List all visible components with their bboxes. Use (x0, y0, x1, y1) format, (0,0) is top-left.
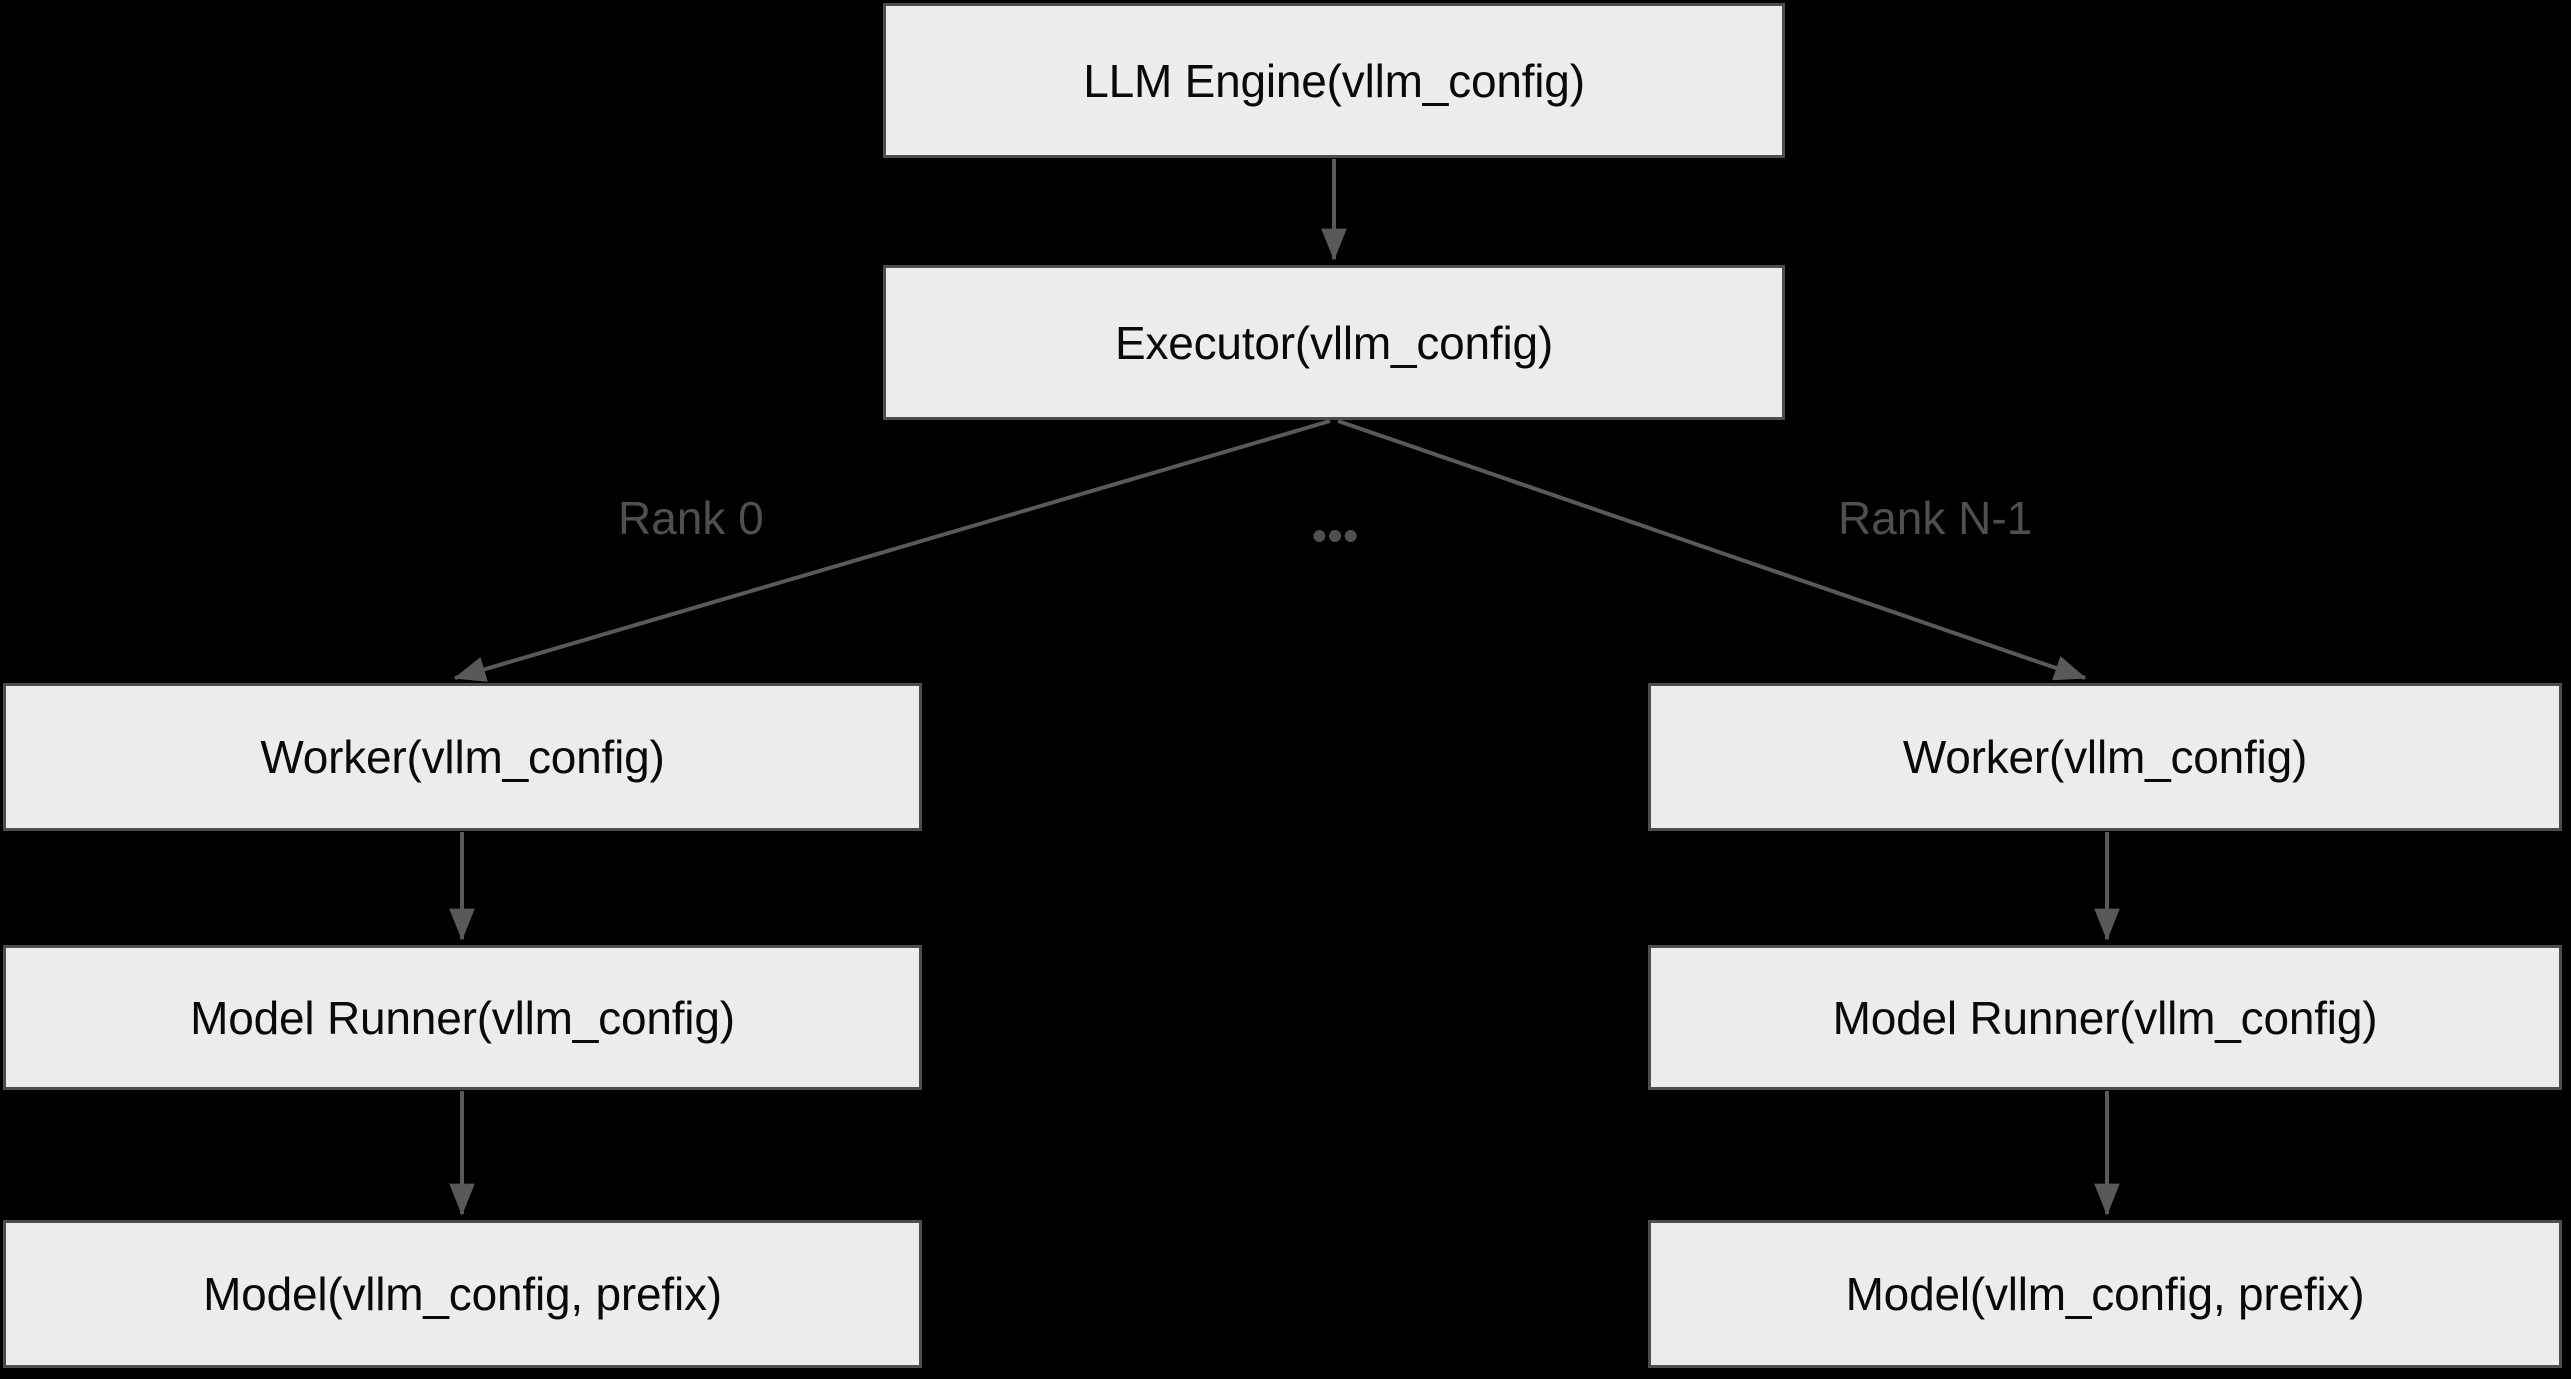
node-model-runner-rankn-label: Model Runner(vllm_config) (1832, 991, 2378, 1044)
node-worker-rankn-label: Worker(vllm_config) (1902, 731, 2308, 783)
node-model-rank0[interactable]: Model(vllm_config, prefix) (3, 1220, 922, 1368)
edge-label-rank-n-minus-1: Rank N-1 (1838, 492, 2033, 544)
node-model-rank0-label: Model(vllm_config, prefix) (203, 1268, 722, 1320)
node-model-runner-rank0[interactable]: Model Runner(vllm_config) (3, 945, 922, 1090)
node-llm-engine-label: LLM Engine(vllm_config) (1083, 54, 1585, 107)
node-llm-engine[interactable]: LLM Engine(vllm_config) (883, 3, 1785, 158)
node-model-runner-rank0-label: Model Runner(vllm_config) (190, 991, 735, 1044)
node-model-rankn[interactable]: Model(vllm_config, prefix) (1648, 1220, 2562, 1368)
node-worker-rank0-label: Worker(vllm_config) (260, 731, 665, 783)
edge-executor-to-worker-rankn (1337, 419, 2087, 681)
node-model-rankn-label: Model(vllm_config, prefix) (1845, 1268, 2365, 1320)
node-executor[interactable]: Executor(vllm_config) (883, 265, 1785, 420)
node-model-runner-rankn[interactable]: Model Runner(vllm_config) (1648, 945, 2562, 1090)
edge-label-rank-0: Rank 0 (618, 492, 764, 544)
edge-executor-to-worker-rank0 (453, 419, 1331, 682)
node-worker-rank0[interactable]: Worker(vllm_config) (3, 683, 922, 831)
node-executor-label: Executor(vllm_config) (1114, 316, 1554, 369)
node-worker-rankn[interactable]: Worker(vllm_config) (1648, 683, 2562, 831)
edge-label-ellipsis: ••• (1312, 512, 1360, 559)
